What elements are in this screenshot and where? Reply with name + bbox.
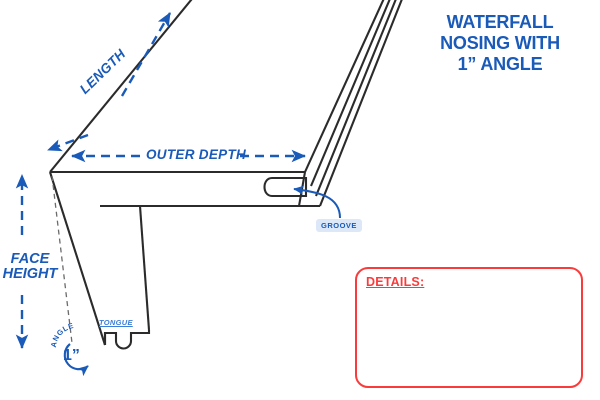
groove-leader-line	[293, 185, 341, 219]
drawing-title-line-1: WATERFALL	[446, 12, 554, 32]
plumb-reference-line	[51, 175, 73, 344]
outer-depth-label: OUTER DEPTH	[146, 147, 247, 162]
waterfall-face-inner-edge	[138, 205, 151, 331]
drawing-title-line-3: 1” ANGLE	[457, 53, 543, 74]
details-panel-heading: DETAILS:	[366, 275, 425, 289]
edge-profile-line-3	[319, 0, 403, 207]
top-surface-left-edge	[49, 0, 193, 173]
angle-arc-arrow	[63, 343, 89, 377]
tongue-callout-label: TONGUE	[99, 318, 133, 327]
face-height-label: FACE HEIGHT	[2, 251, 58, 283]
drawing-title: WATERFALL NOSING WITH 1” ANGLE	[404, 12, 596, 75]
groove-slot	[263, 176, 308, 198]
face-height-label-line-1: FACE	[10, 251, 50, 267]
length-arrow-down	[47, 133, 89, 152]
tongue-profile	[103, 330, 151, 350]
face-height-label-line-2: HEIGHT	[2, 266, 58, 283]
angle-value-label: 1”	[63, 347, 80, 364]
edge-profile-line-2	[315, 0, 397, 197]
drawing-title-line-2: NOSING WITH	[440, 32, 560, 53]
groove-callout-badge: GROOVE	[316, 219, 362, 232]
top-surface-right-edge	[304, 0, 385, 173]
waterfall-face-outer-edge	[48, 171, 107, 346]
details-panel[interactable]: DETAILS:	[355, 267, 583, 388]
length-arrow-up	[120, 12, 172, 97]
edge-profile-line-1	[310, 0, 391, 187]
